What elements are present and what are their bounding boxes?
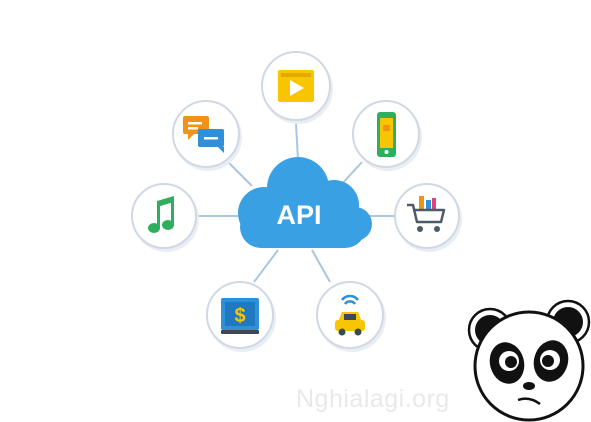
connectors bbox=[193, 123, 397, 283]
taxi-node bbox=[316, 281, 386, 352]
cart-node bbox=[394, 183, 462, 252]
svg-text:$: $ bbox=[234, 305, 245, 327]
smartphone-node bbox=[352, 100, 422, 171]
chat-bubbles-icon bbox=[183, 116, 224, 153]
connector-video bbox=[295, 123, 299, 161]
music-note-icon bbox=[148, 196, 174, 233]
video-icon bbox=[278, 70, 314, 102]
watermark-text: Nghialagi.org bbox=[296, 385, 450, 413]
api-label: API bbox=[276, 200, 321, 230]
smartphone-icon bbox=[377, 112, 396, 157]
music-node bbox=[131, 183, 199, 252]
chat-node bbox=[172, 100, 242, 171]
connector-dollar bbox=[253, 249, 279, 283]
dollar-node: $ bbox=[206, 281, 276, 352]
panda-logo bbox=[467, 299, 591, 422]
connector-chat bbox=[227, 161, 253, 187]
shopping-cart-icon bbox=[407, 196, 446, 232]
connector-taxi bbox=[311, 249, 331, 283]
dollar-screen-icon: $ bbox=[221, 298, 259, 334]
video-node bbox=[261, 51, 333, 124]
taxi-car-icon bbox=[335, 294, 365, 336]
api-cloud: API bbox=[238, 157, 372, 248]
